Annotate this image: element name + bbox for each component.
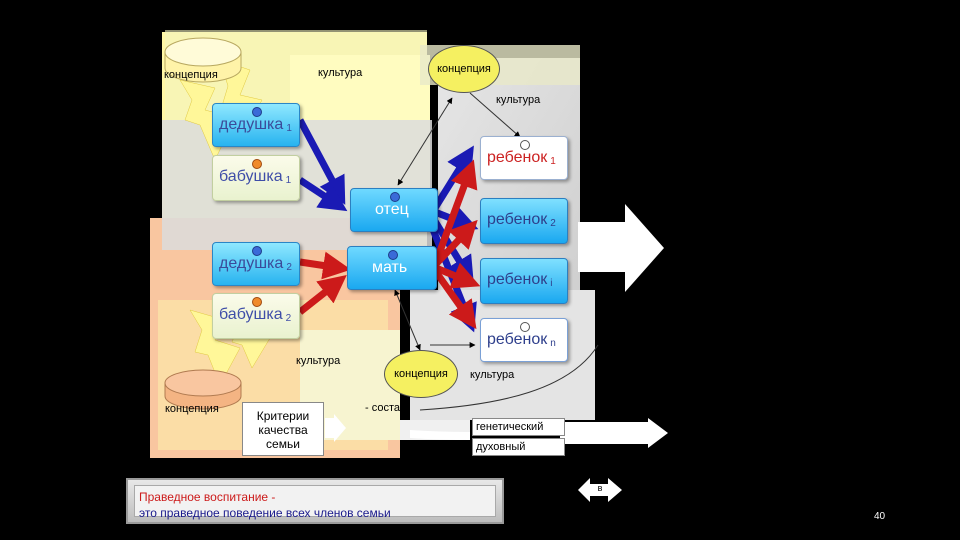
cylinder-top-icon bbox=[164, 37, 242, 83]
person-dot-icon bbox=[520, 140, 530, 150]
node-label: дедушка bbox=[219, 255, 284, 272]
person-dot-icon bbox=[252, 159, 262, 169]
person-dot-icon bbox=[252, 107, 262, 117]
culture-top-label: культура bbox=[318, 67, 363, 79]
node-label: мать bbox=[372, 259, 408, 276]
nav-b-label[interactable]: в bbox=[597, 483, 603, 493]
person-dot-icon bbox=[390, 192, 400, 202]
culture-mid-label: культура bbox=[296, 355, 341, 367]
node-index: 1 bbox=[285, 175, 292, 186]
culture-right-label: культура bbox=[496, 94, 541, 106]
node-label: ребенок bbox=[487, 211, 548, 228]
page-number: 40 bbox=[874, 511, 886, 522]
cylinder-bottom-icon bbox=[164, 369, 242, 410]
concept-ellipse-bottom: концепция bbox=[384, 350, 458, 398]
criteria-box[interactable]: Критерии качества семьи bbox=[242, 402, 324, 456]
node-index: 2 bbox=[550, 218, 556, 229]
big-white-arrow bbox=[578, 204, 664, 292]
person-dot-icon bbox=[388, 250, 398, 260]
genetic-label-box: генетический bbox=[472, 418, 565, 436]
person-dot-icon bbox=[252, 297, 262, 307]
node-mother[interactable]: мать bbox=[347, 246, 437, 290]
node-label: ребенок bbox=[487, 331, 548, 348]
node-index: 1 bbox=[286, 123, 292, 134]
culture-bottom-label: культура bbox=[470, 369, 515, 381]
node-label: отец bbox=[375, 201, 409, 218]
criteria-line-2: качества bbox=[258, 423, 308, 437]
criteria-line-1: Критерии bbox=[256, 409, 310, 423]
node-label: бабушка bbox=[219, 168, 283, 185]
person-dot-icon bbox=[520, 322, 530, 332]
spiritual-label-box: духовный bbox=[472, 438, 565, 456]
thin-connectors bbox=[394, 92, 599, 411]
node-index: 2 bbox=[285, 313, 292, 324]
criteria-line-3: семьи bbox=[266, 437, 300, 451]
concept-bottom-label: концепция bbox=[394, 368, 448, 380]
node-label: ребенок bbox=[487, 149, 548, 166]
node-label: бабушка bbox=[219, 306, 283, 323]
nav-b-arrow[interactable] bbox=[578, 478, 622, 502]
heritage-arrow bbox=[410, 418, 668, 448]
footer-text: это праведное поведение всех членов семь… bbox=[139, 506, 391, 520]
footer-banner: Праведное воспитание - это праведное пов… bbox=[126, 478, 504, 524]
node-label: дедушка bbox=[219, 116, 284, 133]
criteria-arrow bbox=[325, 414, 346, 442]
genetic-label: генетический bbox=[476, 421, 544, 433]
footer-title: Праведное воспитание - bbox=[139, 490, 276, 504]
node-index: 1 bbox=[550, 156, 556, 167]
concept-top-label: концепция bbox=[437, 63, 491, 75]
concept-tl-label: концепция bbox=[164, 69, 218, 81]
node-index: n bbox=[550, 338, 556, 349]
node-label: ребенок bbox=[487, 271, 548, 288]
spiritual-label: духовный bbox=[476, 441, 526, 453]
sostav-label: - состав bbox=[365, 402, 406, 414]
node-father[interactable]: отец bbox=[350, 188, 438, 232]
node-index: 2 bbox=[286, 262, 292, 273]
red-arrows bbox=[297, 159, 481, 330]
person-dot-icon bbox=[252, 246, 262, 256]
concept-bl-label: концепция bbox=[165, 403, 219, 415]
node-index: i bbox=[550, 278, 553, 289]
concept-ellipse-top: концепция bbox=[428, 45, 500, 93]
